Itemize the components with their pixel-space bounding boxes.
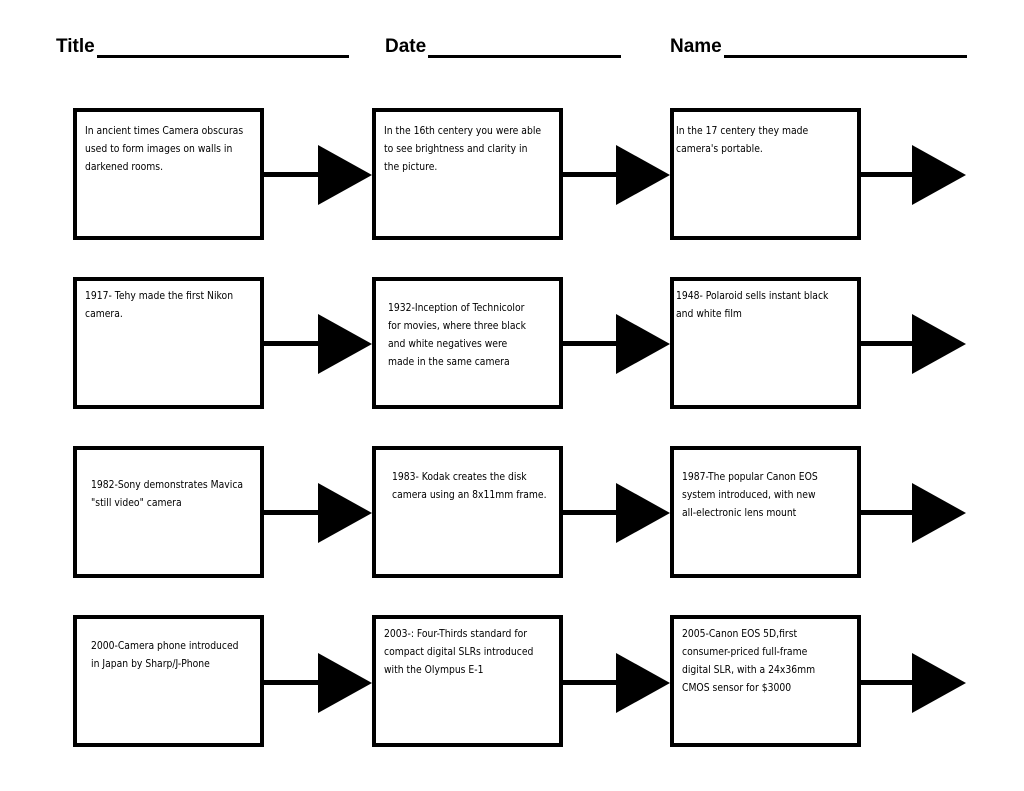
timeline-text: 1948- Polaroid sells instant black and w… <box>676 290 829 320</box>
timeline-text: 2005-Canon EOS 5D,first consumer-priced … <box>682 628 816 694</box>
row-2-arrows <box>263 314 966 374</box>
timeline-box-r4-c1: 2000-Camera phone introduced in Japan by… <box>73 615 264 747</box>
arrow-icon <box>561 314 670 374</box>
timeline-box-r3-c1: 1982-Sony demonstrates Mavica "still vid… <box>73 446 264 578</box>
timeline-box-r4-c2: 2003-: Four-Thirds standard for compact … <box>372 615 563 747</box>
arrow-icon <box>561 145 670 205</box>
row-3-arrows <box>263 483 966 543</box>
arrow-icon <box>860 483 966 543</box>
timeline-text: In ancient times Camera obscuras used to… <box>85 125 244 173</box>
title-blank-line[interactable] <box>96 37 349 58</box>
row-4-arrows <box>263 653 966 713</box>
arrow-icon <box>860 145 966 205</box>
timeline-box-r3-c3: 1987-The popular Canon EOS system introd… <box>670 446 861 578</box>
timeline-text: 2003-: Four-Thirds standard for compact … <box>384 628 534 676</box>
timeline-box-r4-c3: 2005-Canon EOS 5D,first consumer-priced … <box>670 615 861 747</box>
row-1-arrows <box>263 145 966 205</box>
arrow-icon <box>561 653 670 713</box>
arrow-icon <box>860 314 966 374</box>
arrow-icon <box>263 653 372 713</box>
timeline-box-r2-c3: 1948- Polaroid sells instant black and w… <box>670 277 861 409</box>
timeline-text: 1932-Inception of Technicolor for movies… <box>388 302 526 368</box>
arrow-icon <box>263 145 372 205</box>
name-label: Name <box>670 36 722 57</box>
timeline-box-r2-c2: 1932-Inception of Technicolor for movies… <box>372 277 563 409</box>
timeline-text: 1987-The popular Canon EOS system introd… <box>682 471 818 519</box>
name-blank-line[interactable] <box>723 37 967 58</box>
timeline-text: 2000-Camera phone introduced in Japan by… <box>91 640 239 670</box>
date-label: Date <box>385 36 427 57</box>
timeline-box-r3-c2: 1983- Kodak creates the disk camera usin… <box>372 446 563 578</box>
date-field: Date <box>385 36 622 58</box>
title-field: Title <box>56 36 349 58</box>
timeline-text: In the 17 centery they made camera's por… <box>676 125 809 155</box>
timeline-box-r1-c1: In ancient times Camera obscuras used to… <box>73 108 264 240</box>
title-label: Title <box>56 36 95 57</box>
timeline-text: In the 16th centery you were able to see… <box>384 125 542 173</box>
timeline-text: 1982-Sony demonstrates Mavica "still vid… <box>91 479 244 509</box>
timeline-box-r1-c3: In the 17 centery they made camera's por… <box>670 108 861 240</box>
timeline-text: 1983- Kodak creates the disk camera usin… <box>392 471 547 501</box>
timeline-box-r1-c2: In the 16th centery you were able to see… <box>372 108 563 240</box>
name-field: Name <box>670 36 967 58</box>
arrow-icon <box>860 653 966 713</box>
date-blank-line[interactable] <box>428 37 622 58</box>
arrow-icon <box>263 314 372 374</box>
timeline-box-r2-c1: 1917- Tehy made the first Nikon camera. <box>73 277 264 409</box>
arrow-icon <box>561 483 670 543</box>
timeline-text: 1917- Tehy made the first Nikon camera. <box>85 290 234 320</box>
arrow-icon <box>263 483 372 543</box>
